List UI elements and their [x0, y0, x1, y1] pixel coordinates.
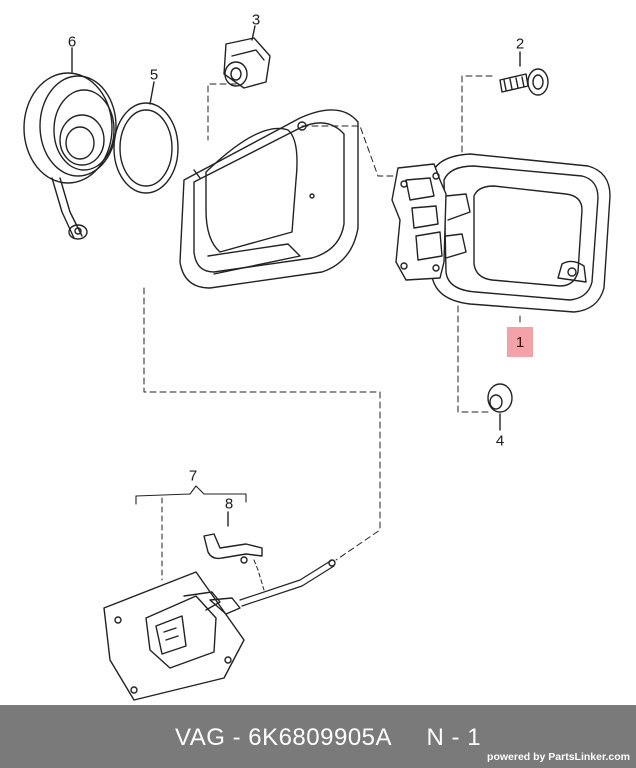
- part-2-screw[interactable]: [499, 68, 549, 96]
- footer-bar: VAG - 6K6809905A N - 1 powered by PartsL…: [0, 705, 636, 768]
- callout-7: 7: [188, 467, 198, 485]
- leader-7: [135, 485, 247, 503]
- callout-1-highlighted[interactable]: 1: [507, 327, 533, 357]
- part-4-grommet[interactable]: [487, 383, 513, 413]
- callout-4: 4: [495, 432, 505, 450]
- callout-8: 8: [224, 495, 234, 513]
- part-3-buffer[interactable]: [223, 37, 271, 89]
- connector-7: [143, 287, 381, 561]
- leader-3: [251, 25, 256, 41]
- part-6-filler-cap[interactable]: [23, 72, 117, 240]
- callout-3: 3: [251, 11, 261, 29]
- connector-3: [207, 83, 237, 141]
- part-1-fuel-flap[interactable]: [391, 153, 611, 313]
- callout-5: 5: [149, 66, 159, 84]
- part-5-ring[interactable]: [113, 102, 179, 194]
- connector-4: [457, 255, 489, 413]
- filler-housing: [179, 109, 359, 289]
- connector-2: [461, 75, 493, 189]
- leader-5: [149, 81, 155, 105]
- callout-6: 6: [67, 33, 77, 51]
- connector-housing: [301, 125, 399, 177]
- part-7-actuator[interactable]: [103, 559, 336, 701]
- parts-diagram: [23, 25, 611, 701]
- callout-2: 2: [515, 35, 525, 53]
- part-8-clip[interactable]: [203, 533, 265, 591]
- powered-by-credit[interactable]: powered by PartsLinker.com: [487, 751, 630, 763]
- part-number-title: VAG - 6K6809905A N - 1: [175, 724, 482, 751]
